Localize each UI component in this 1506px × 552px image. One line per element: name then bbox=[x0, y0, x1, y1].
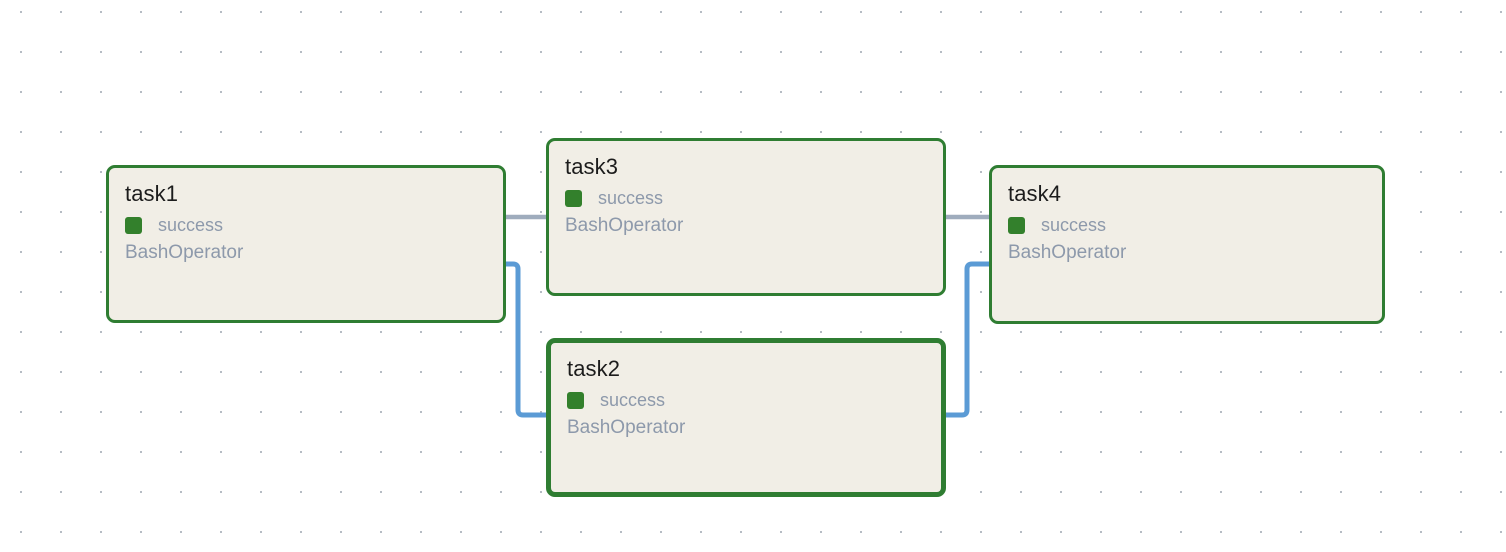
dag-node-task1[interactable]: task1 success BashOperator bbox=[106, 165, 506, 323]
status-success-icon bbox=[565, 189, 582, 207]
dag-node-task2[interactable]: task2 success BashOperator bbox=[546, 338, 946, 497]
node-operator-label: BashOperator bbox=[567, 417, 686, 438]
node-operator-label: BashOperator bbox=[125, 242, 244, 263]
status-success-icon bbox=[125, 216, 142, 234]
dag-node-task4[interactable]: task4 success BashOperator bbox=[989, 165, 1385, 324]
node-title: task2 bbox=[567, 356, 621, 381]
status-success-icon bbox=[567, 391, 584, 409]
edge-task2-task4 bbox=[943, 261, 991, 418]
node-status-row: success bbox=[1008, 213, 1366, 237]
node-title: task3 bbox=[565, 154, 619, 179]
node-status-label: success bbox=[158, 215, 224, 235]
dag-node-task3[interactable]: task3 success BashOperator bbox=[546, 138, 946, 296]
node-status-label: success bbox=[600, 390, 666, 410]
node-status-row: success bbox=[565, 186, 927, 210]
edge-task1-task2 bbox=[504, 261, 548, 418]
node-operator-label: BashOperator bbox=[1008, 242, 1127, 263]
node-title: task1 bbox=[125, 181, 179, 206]
status-success-icon bbox=[1008, 216, 1025, 234]
node-status-label: success bbox=[598, 188, 664, 208]
node-operator-label: BashOperator bbox=[565, 215, 684, 236]
node-status-row: success bbox=[567, 388, 925, 412]
node-status-row: success bbox=[125, 213, 487, 237]
node-title: task4 bbox=[1008, 181, 1062, 206]
node-status-label: success bbox=[1041, 215, 1107, 235]
